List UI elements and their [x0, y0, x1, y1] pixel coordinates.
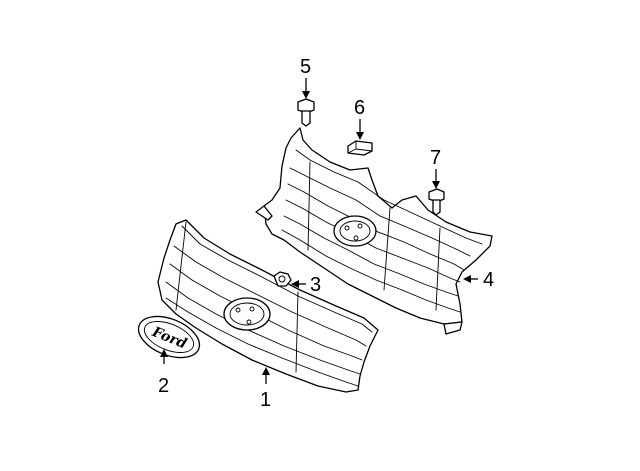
callout-1: 1 — [260, 389, 271, 411]
arrow-to-part-4 — [463, 275, 478, 283]
callout-2: 2 — [158, 375, 169, 397]
callout-3: 3 — [310, 274, 321, 296]
callout-6: 6 — [354, 97, 365, 119]
callout-4: 4 — [483, 269, 494, 291]
arrow-to-part-1 — [262, 367, 270, 384]
emblem-part-2: Ford — [137, 315, 201, 359]
bolt-part-7 — [428, 188, 445, 216]
nut-part-3 — [273, 271, 292, 287]
arrow-to-part-5 — [302, 78, 310, 99]
callout-7: 7 — [430, 147, 441, 169]
bolt-part-5 — [297, 98, 315, 127]
grille-reinforcement-part-4 — [255, 127, 493, 335]
callout-5: 5 — [300, 56, 311, 78]
clip-part-6 — [347, 140, 373, 156]
arrow-to-part-6 — [356, 119, 364, 140]
callout-labels: 5 6 7 3 4 2 1 — [158, 56, 494, 411]
arrow-to-part-2 — [160, 349, 168, 364]
leader-arrows — [160, 78, 478, 384]
arrow-to-part-3 — [291, 280, 306, 288]
arrow-to-part-7 — [432, 169, 440, 189]
